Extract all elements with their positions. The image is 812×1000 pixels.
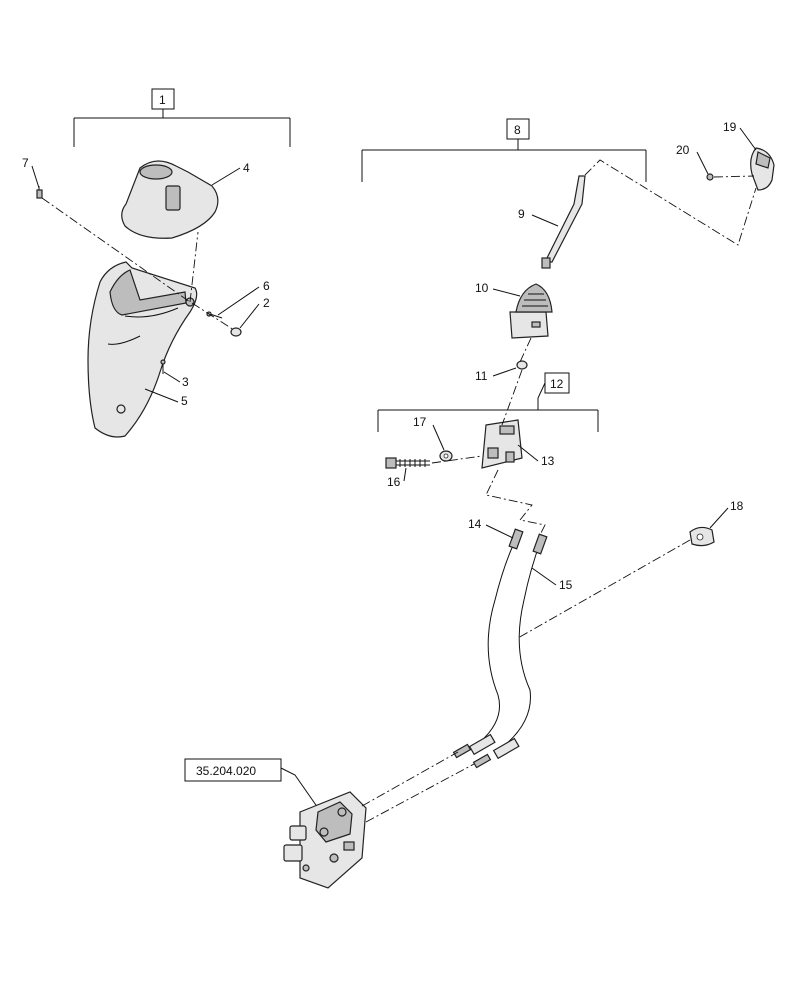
callout-12: 12 bbox=[550, 377, 564, 391]
part-13-valve-block bbox=[481, 419, 523, 469]
part-11-clip bbox=[516, 360, 528, 370]
callout-3: 3 bbox=[182, 375, 189, 389]
callout-14: 14 bbox=[468, 517, 482, 531]
callout-16: 16 bbox=[387, 475, 401, 489]
part-9-lever bbox=[541, 175, 586, 269]
callout-10: 10 bbox=[475, 281, 489, 295]
part-5-console-housing bbox=[87, 261, 198, 438]
part-4-boot bbox=[121, 160, 219, 239]
part-17-washer bbox=[439, 450, 453, 462]
callout-11: 11 bbox=[475, 369, 488, 383]
group-1-bracket: 1 bbox=[73, 88, 291, 147]
callout-9: 9 bbox=[518, 207, 525, 221]
callout-2: 2 bbox=[263, 296, 270, 310]
callout-20: 20 bbox=[676, 143, 690, 157]
part-3-screw bbox=[160, 359, 166, 374]
part-2-nut bbox=[230, 327, 242, 337]
part-7-screw bbox=[36, 186, 43, 199]
group-12-bracket: 12 bbox=[377, 372, 599, 432]
part-14-cable bbox=[452, 528, 524, 759]
callout-7: 7 bbox=[22, 156, 29, 170]
part-19-knob bbox=[750, 147, 775, 191]
control-valve bbox=[283, 791, 367, 889]
callout-17: 17 bbox=[413, 415, 427, 429]
group-8-bracket: 8 bbox=[361, 118, 647, 182]
part-18-clamp bbox=[689, 526, 715, 547]
callout-4: 4 bbox=[243, 161, 250, 175]
callout-18: 18 bbox=[730, 499, 744, 513]
callout-1: 1 bbox=[159, 93, 166, 107]
reference-callout: 35.204.020 bbox=[184, 758, 319, 809]
callout-13: 13 bbox=[541, 454, 555, 468]
callout-8: 8 bbox=[514, 123, 521, 137]
part-20-screw bbox=[706, 173, 714, 181]
callout-15: 15 bbox=[559, 578, 573, 592]
part-10-joystick-base bbox=[509, 283, 553, 339]
callout-5: 5 bbox=[181, 394, 188, 408]
reference-label: 35.204.020 bbox=[196, 764, 256, 778]
part-6-screw bbox=[206, 311, 223, 319]
callout-6: 6 bbox=[263, 279, 270, 293]
part-16-bolt bbox=[385, 457, 430, 469]
callout-19: 19 bbox=[723, 120, 737, 134]
part-15-cable bbox=[472, 533, 548, 769]
